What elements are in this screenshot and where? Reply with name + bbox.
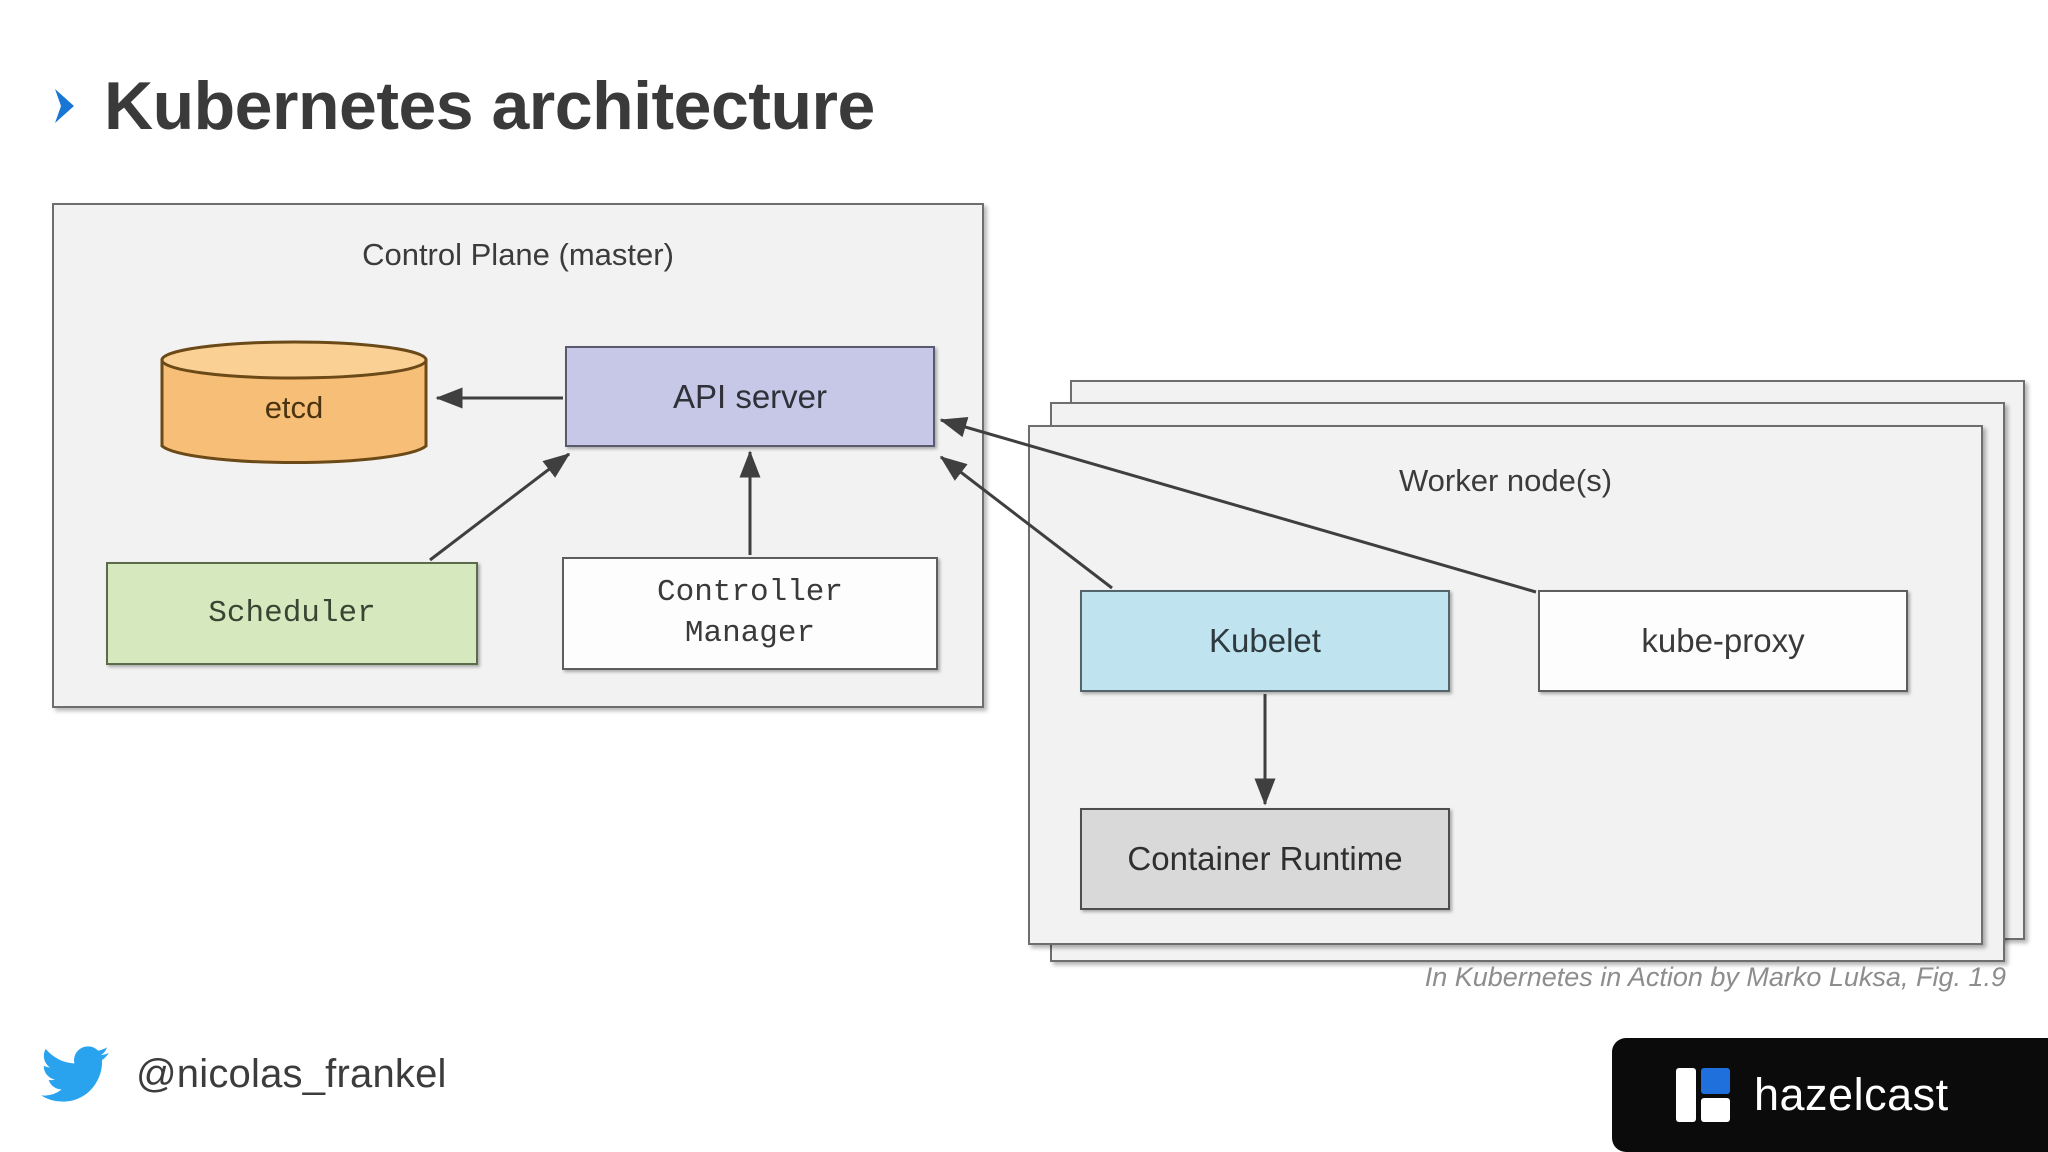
controller-manager-node[interactable]: Controller Manager: [562, 557, 938, 670]
figure-caption: In Kubernetes in Action by Marko Luksa, …: [1424, 962, 2006, 992]
etcd-cylinder-shape: [160, 340, 428, 465]
api-server-node[interactable]: API server: [565, 346, 935, 447]
container-runtime-label: Container Runtime: [1127, 840, 1403, 877]
footer-twitter-row: @nicolas_frankel: [36, 1040, 447, 1108]
hazelcast-mark-icon: [1676, 1068, 1730, 1122]
twitter-bird-icon: [41, 1046, 109, 1102]
controller-manager-label-line2: Manager: [684, 615, 816, 651]
worker-node-label: Worker node(s): [1398, 463, 1613, 498]
hazelcast-logo: hazelcast: [1612, 1038, 2048, 1152]
container-runtime-node[interactable]: Container Runtime: [1080, 808, 1450, 910]
etcd-label: etcd: [264, 390, 324, 425]
chevron-right-icon: [55, 89, 74, 123]
kubelet-label: Kubelet: [1209, 622, 1321, 659]
page-title: Kubernetes architecture: [104, 68, 875, 144]
kube-proxy-node[interactable]: kube-proxy: [1538, 590, 1908, 692]
api-server-label: API server: [672, 377, 828, 415]
controller-manager-label-line1: Controller: [656, 574, 844, 610]
control-plane-label: Control Plane (master): [362, 237, 674, 272]
kube-proxy-label: kube-proxy: [1641, 622, 1805, 659]
scheduler-node[interactable]: Scheduler: [106, 562, 478, 665]
kubelet-node[interactable]: Kubelet: [1080, 590, 1450, 692]
twitter-handle-label: @nicolas_frankel: [136, 1051, 447, 1096]
hazelcast-wordmark: hazelcast: [1754, 1069, 1949, 1120]
slide-title-row: Kubernetes architecture: [48, 72, 875, 140]
scheduler-label: Scheduler: [208, 596, 376, 631]
